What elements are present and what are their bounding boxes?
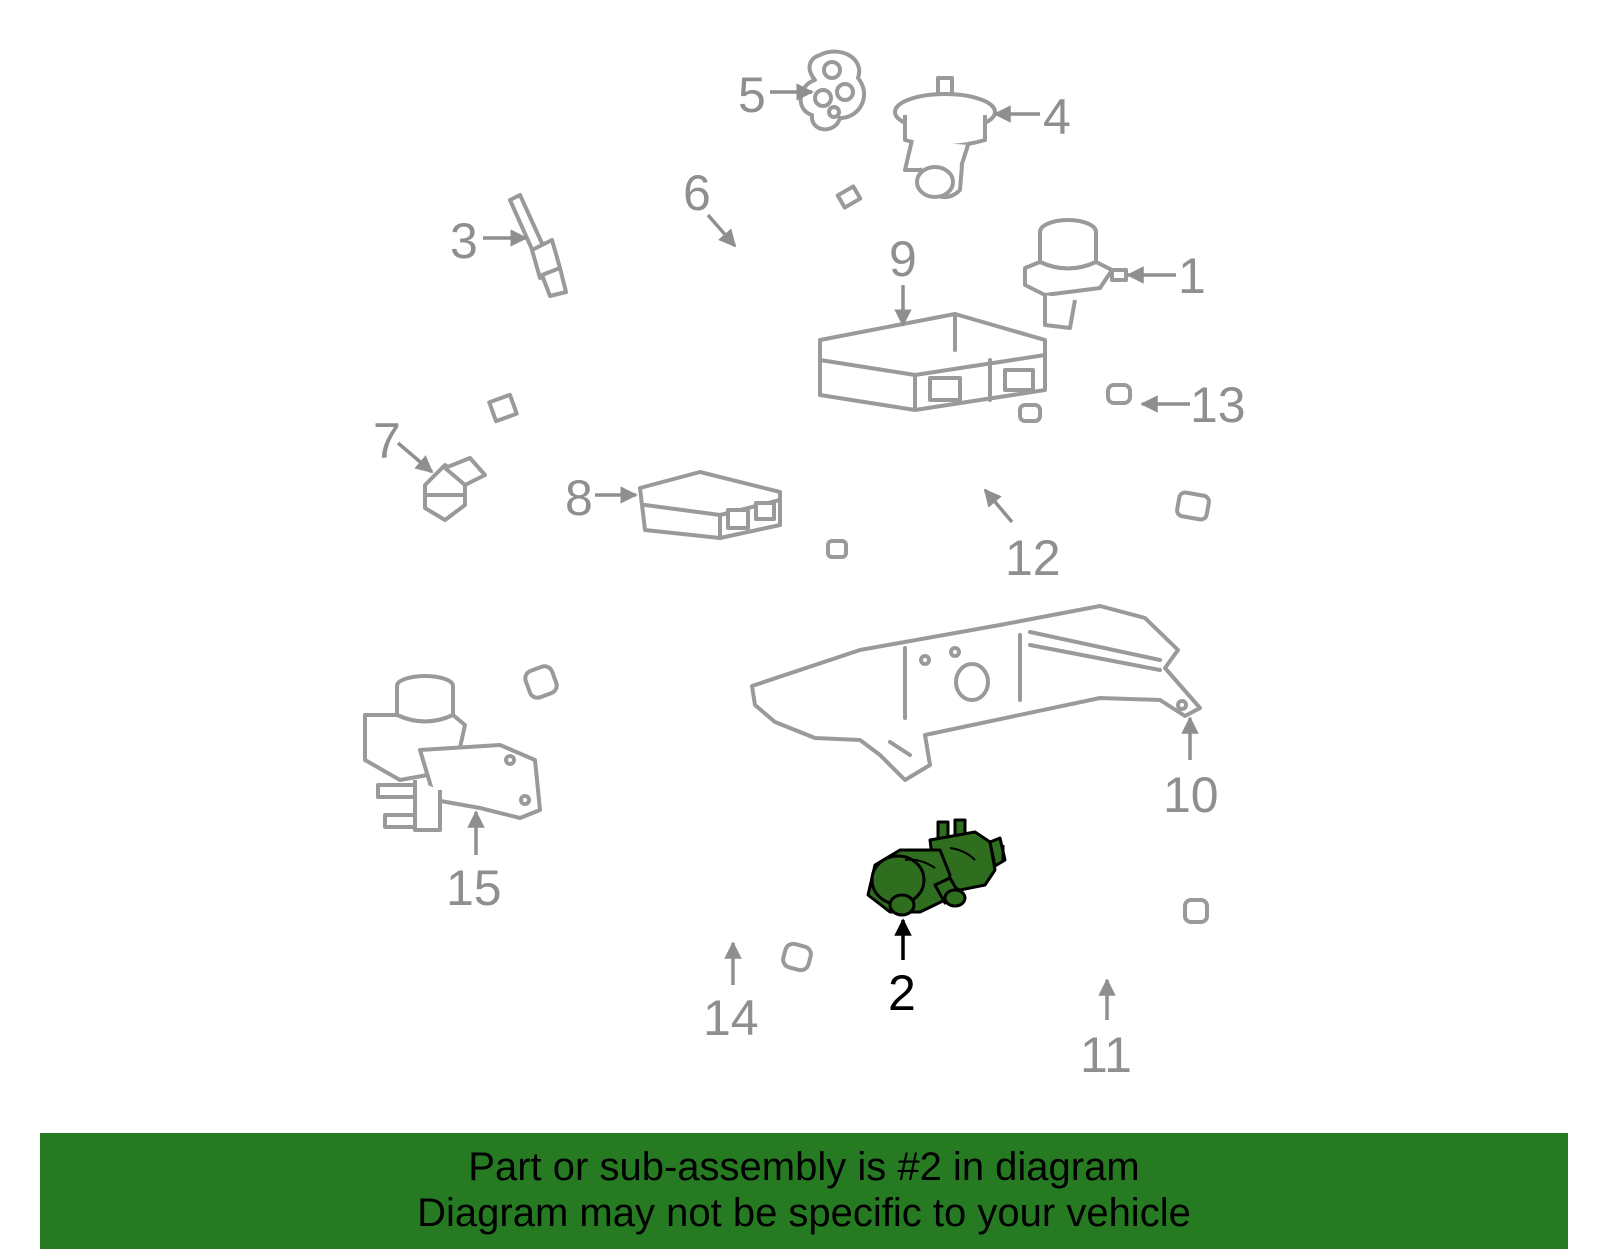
callout-label: 7 — [373, 413, 401, 469]
callout-label: 9 — [889, 231, 917, 287]
part-13-hose[interactable] — [1093, 383, 1211, 522]
part-8-canister[interactable] — [638, 470, 782, 540]
part-7-sensor[interactable] — [423, 456, 487, 522]
part-10-bracket[interactable] — [750, 604, 1202, 782]
callout-label: 14 — [703, 990, 759, 1046]
part-12-hose[interactable] — [826, 403, 1056, 559]
callout-label: 6 — [683, 165, 711, 221]
part-11-hose[interactable] — [1041, 898, 1209, 972]
part-2-vacuum-switching-valve[interactable] — [866, 818, 1007, 917]
part-1-valve[interactable] — [1023, 218, 1128, 330]
callout-label: 11 — [1080, 1027, 1132, 1083]
callout-label-highlighted: 2 — [888, 965, 916, 1021]
callout-6-arrow — [706, 213, 737, 248]
callout-label: 4 — [1043, 89, 1071, 145]
callout-label: 15 — [446, 860, 502, 916]
callout-label: 12 — [1005, 530, 1061, 586]
callout-label: 1 — [1178, 248, 1206, 304]
callout-label: 5 — [738, 67, 766, 123]
callout-label: 13 — [1190, 377, 1246, 433]
banner-line-disclaimer: Diagram may not be specific to your vehi… — [417, 1191, 1191, 1235]
banner-line-part-number: Part or sub-assembly is #2 in diagram — [468, 1145, 1140, 1189]
part-4-egr-valve[interactable] — [893, 76, 997, 199]
callout-12-arrow — [983, 488, 1014, 524]
part-3-sensor[interactable] — [508, 193, 568, 298]
part-6-hose[interactable] — [487, 184, 863, 424]
part-15-valve-bracket[interactable] — [363, 674, 542, 832]
part-9-canister[interactable] — [818, 312, 1047, 412]
callout-label: 10 — [1163, 767, 1219, 823]
part-14-hose[interactable] — [523, 664, 813, 973]
part-5-gasket[interactable] — [798, 49, 866, 132]
callout-label: 3 — [450, 213, 478, 269]
callout-label: 8 — [565, 470, 593, 526]
info-banner: Part or sub-assembly is #2 in diagram Di… — [40, 1133, 1568, 1249]
callout-7-arrow — [396, 441, 434, 474]
